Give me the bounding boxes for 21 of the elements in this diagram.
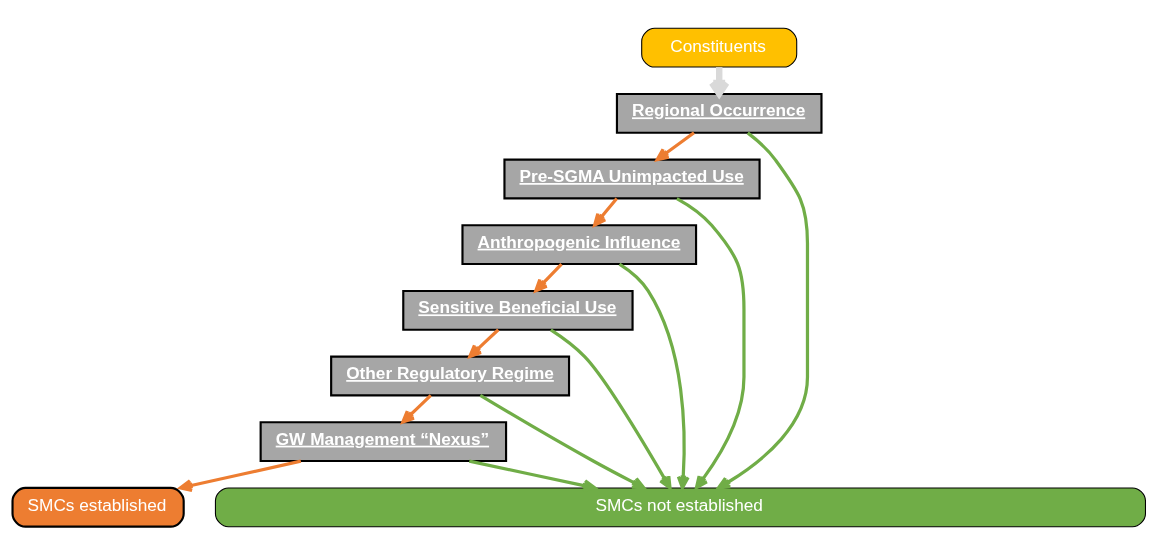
- arrow: [178, 459, 302, 492]
- arrow: [676, 196, 746, 489]
- node-box: Regional Occurrence: [615, 92, 823, 134]
- node-box: Constituents: [641, 27, 798, 68]
- node-box: SMCs not established: [214, 486, 1146, 527]
- node-box: Anthropogenic Influence: [461, 223, 698, 265]
- arrow: [549, 328, 672, 490]
- arrow: [401, 393, 432, 424]
- arrow: [534, 262, 563, 292]
- arrow: [479, 393, 646, 489]
- node-box: Other Regulatory Regime: [330, 355, 571, 396]
- arrow: [655, 131, 695, 161]
- arrow: [468, 328, 500, 358]
- node-box: Sensitive Beneficial Use: [402, 289, 634, 331]
- node-box: SMCs established: [11, 486, 185, 528]
- node-box: Pre-SGMA Unimpacted Use: [503, 158, 761, 199]
- node-box: GW Management “Nexus”: [259, 420, 508, 462]
- arrow: [593, 196, 618, 227]
- arrow: [618, 262, 690, 489]
- arrow: [716, 131, 810, 489]
- arrow: [468, 459, 597, 492]
